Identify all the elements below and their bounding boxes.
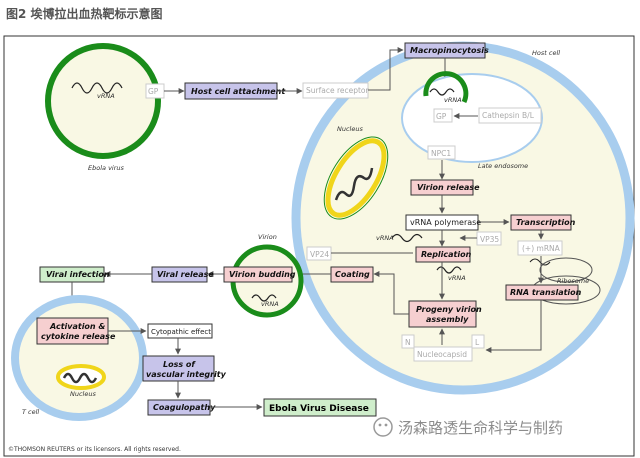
mrna-squiggle-icon: [529, 258, 551, 266]
rna-translation-label: RNA translation: [510, 288, 582, 297]
budding-vrna-label: vRNA: [261, 300, 279, 308]
endosome-gp-box: [433, 108, 453, 123]
t-cell-nucleus-label: Nucleus: [70, 390, 96, 398]
endosome-vrna-label: vRNA: [444, 96, 462, 104]
activation-label-2: cytokine release: [41, 332, 116, 341]
activation-label-1: Activation &: [49, 322, 105, 331]
viral-release-label: Viral release: [157, 270, 214, 279]
npc1-box: [427, 145, 456, 160]
n-box: [401, 334, 415, 349]
cytopathic-effect-label: Cytopathic effect: [151, 328, 211, 336]
late-endosome: [401, 73, 543, 163]
loss-vascular-label-1: Loss of: [163, 360, 196, 369]
endosome-vrna-squiggle-icon: [429, 88, 455, 96]
coagulopathy-label: Coagulopathy: [153, 403, 216, 412]
mrna-box: [517, 240, 563, 256]
copyright-text: ©THOMSON REUTERS or its licensors. All r…: [8, 446, 181, 453]
t-cell-label: T cell: [22, 408, 39, 416]
late-endosome-label: Late endosome: [478, 162, 528, 170]
cathepsin-label: Cathepsin B/L: [482, 111, 535, 120]
endosome-gp-label: GP: [436, 112, 447, 121]
endosome-virus-icon: [423, 71, 469, 104]
arrow-receptor-macro: [368, 47, 404, 91]
loss-vascular-label-2: vascular integrity: [146, 370, 227, 379]
budding-vrna-squiggle-icon: [251, 294, 277, 302]
virion-label: Virion: [258, 233, 277, 241]
gp-label: GP: [148, 87, 159, 96]
macropinocytosis-label: Macropinocytosis: [410, 46, 489, 55]
host-cell-label: Host cell: [532, 49, 560, 57]
t-cell: [11, 295, 147, 421]
ebola-vrna-label: vRNA: [97, 92, 115, 100]
activation-box: [36, 317, 109, 345]
arrow-translation-nucleocapsid: [485, 300, 542, 353]
poly-vrna-label: vRNA: [376, 234, 394, 242]
ebola-virus-disease-box: [263, 398, 377, 417]
npc1-label: NPC1: [431, 149, 451, 158]
virion-budding-label: Virion budding: [229, 270, 296, 279]
nucleocapsid-label: Nucleocapsid: [417, 350, 467, 359]
host-nucleus-outline: [323, 136, 389, 220]
virion-release-label: Virion release: [417, 183, 480, 192]
nucleocapsid-box: [413, 346, 473, 362]
viral-infection-label: Viral infection: [46, 270, 110, 279]
loss-vascular-box: [142, 355, 215, 382]
l-label: L: [475, 338, 480, 347]
host-dna-helix-icon: [334, 167, 374, 201]
replication-label: Replication: [421, 250, 472, 259]
host-cell-attachment-label: Host cell attachment: [191, 87, 286, 96]
arrow-assembly-coating: [373, 271, 409, 315]
vp24-label: VP24: [310, 250, 329, 259]
ribosome-upper: [539, 257, 593, 283]
cathepsin-box: [478, 107, 542, 124]
ebola-virus-disease-label: Ebola Virus Disease: [269, 404, 369, 414]
progeny-assembly-box: [408, 300, 477, 328]
l-box: [471, 334, 485, 349]
replication-vrna-squiggle-icon: [436, 266, 462, 274]
watermark-text: 汤森路透生命科学与制药: [398, 419, 563, 437]
replication-box: [415, 246, 471, 263]
host-nucleus-label: Nucleus: [337, 125, 363, 133]
vrna-polymerase-label: vRNA polymerase: [410, 218, 481, 227]
rna-translation-box: [505, 284, 579, 301]
n-label: N: [405, 338, 411, 347]
progeny-assembly-label-1: Progeny virion: [416, 305, 482, 314]
ribosome-label: Ribosome: [557, 277, 589, 285]
ebola-vrna-squiggle-icon: [71, 82, 123, 94]
mrna-label: (+) mRNA: [522, 244, 561, 253]
ebola-virus-particle: [45, 43, 161, 159]
ebola-virus-label: Ebola virus: [88, 164, 125, 172]
figure-caption: 图2 埃博拉出血热靶标示意图: [6, 6, 163, 21]
poly-vrna-squiggle-icon: [391, 233, 423, 243]
cytopathic-effect-box: [147, 323, 213, 339]
coating-label: Coating: [335, 270, 370, 279]
wechat-watermark: 汤森路透生命科学与制药: [373, 417, 563, 437]
progeny-assembly-label-2: assembly: [426, 315, 469, 324]
replication-vrna-label: vRNA: [448, 274, 466, 282]
t-cell-dna-icon: [62, 372, 98, 384]
vp35-label: VP35: [480, 235, 499, 244]
transcription-label: Transcription: [516, 218, 576, 227]
host-nucleus: [325, 138, 387, 218]
surface-receptor-label: Surface receptor: [306, 86, 370, 95]
wechat-logo-icon: [373, 417, 393, 437]
